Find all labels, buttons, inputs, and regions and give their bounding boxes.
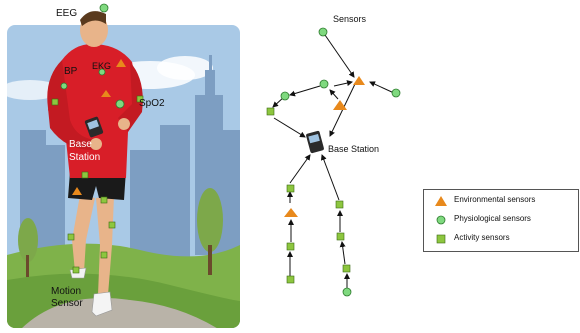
eeg-sensor <box>99 3 109 13</box>
sensors-label: Sensors <box>333 14 367 24</box>
ekg-sensor <box>98 68 106 76</box>
activity-node <box>286 184 295 193</box>
city-skyline <box>20 55 240 265</box>
env-sensor <box>116 59 126 67</box>
activity-node <box>286 275 295 284</box>
bp-label: BP <box>64 66 78 77</box>
environmental-node <box>333 100 347 110</box>
env-sensor <box>72 187 82 195</box>
environmental-node <box>284 208 298 217</box>
legend-item-environmental: Environmental sensors <box>424 193 578 209</box>
legend-label: Physiological sensors <box>454 214 531 223</box>
path <box>20 298 220 328</box>
activity-node <box>342 264 351 273</box>
activity-node <box>335 200 344 209</box>
runner-illustration <box>7 3 240 328</box>
orange-triangle-icon <box>435 196 447 206</box>
base-station-label: Base Station <box>69 139 101 163</box>
physiological-node <box>319 79 329 89</box>
activity-node <box>336 232 345 241</box>
legend-item-physiological: Physiological sensors <box>424 212 578 228</box>
activity-sensor <box>51 98 59 106</box>
base-station-icon <box>306 130 324 154</box>
activity-node <box>266 107 275 116</box>
motion-sensor-label: Motion Sensor <box>51 286 83 309</box>
legend-item-activity: Activity sensors <box>424 231 578 247</box>
eeg-label: EEG <box>56 8 78 19</box>
base-station-network-label: Base Station <box>328 144 380 154</box>
body-sensors <box>51 3 144 274</box>
spo2-label: SpO2 <box>139 98 165 109</box>
physiological-node <box>318 27 328 37</box>
network-arrows <box>272 34 395 288</box>
green-circle-icon <box>436 215 446 225</box>
green-square-icon <box>436 234 446 244</box>
spo2-sensor <box>115 99 125 109</box>
physiological-node <box>280 91 290 101</box>
runner <box>47 11 143 317</box>
legend: Environmental sensors Physiological sens… <box>423 189 579 252</box>
tree <box>197 188 223 252</box>
legend-label: Activity sensors <box>454 233 510 242</box>
physiological-node <box>391 88 401 98</box>
activity-node <box>286 242 295 251</box>
legend-label: Environmental sensors <box>454 195 536 204</box>
environmental-node <box>353 76 365 85</box>
physiological-node <box>342 287 352 297</box>
ekg-label: EKG <box>92 61 112 71</box>
bp-sensor <box>60 82 68 90</box>
env-sensor <box>101 90 111 97</box>
network-nodes <box>266 27 401 297</box>
